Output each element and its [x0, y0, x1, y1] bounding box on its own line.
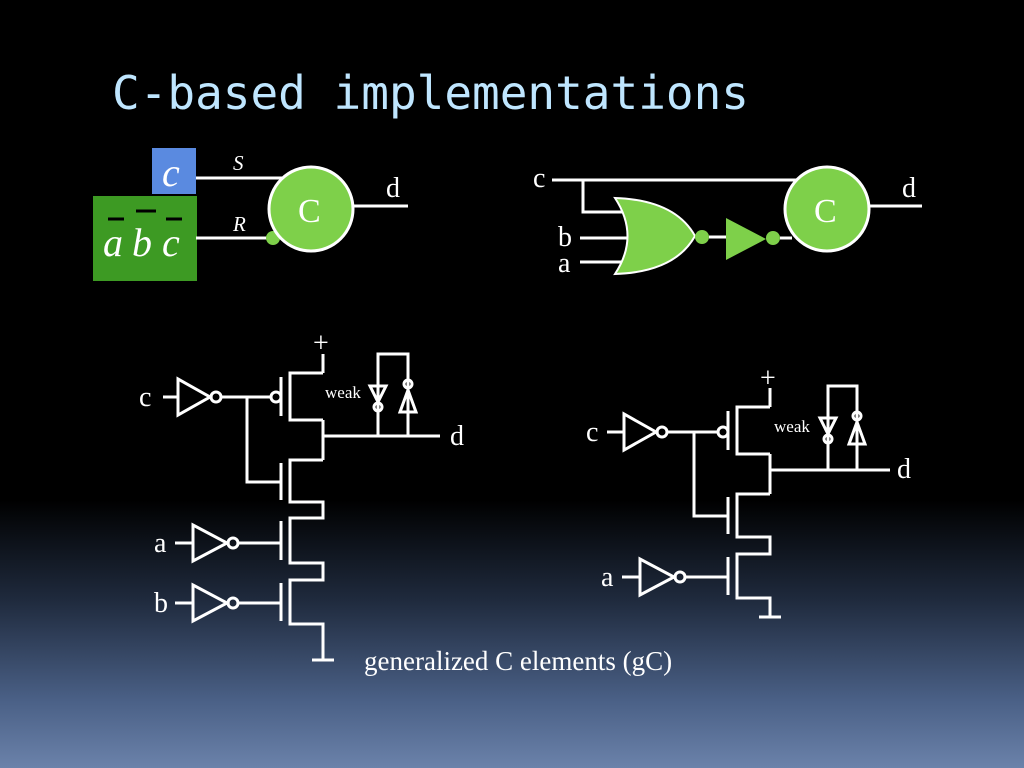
weak-keeper-label: weak: [325, 383, 361, 402]
inverter-output-bubble: [766, 231, 780, 245]
reset-input-expression: [108, 209, 182, 221]
reset-term-c: c: [162, 220, 180, 265]
reset-term-a: a: [103, 220, 123, 265]
c-element-circle-2: [783, 165, 871, 253]
figure-caption: generalized C elements (gC): [364, 646, 673, 676]
output-label-3: d: [450, 421, 464, 452]
sr-c-element-diagram: [93, 148, 408, 281]
supply-label: +: [313, 328, 329, 359]
nor-output-bubble: [695, 230, 709, 244]
input-a-label: a: [558, 248, 571, 279]
reset-label: R: [232, 212, 246, 236]
c-element-label: C: [298, 193, 321, 230]
nor-c-element-diagram: [552, 165, 922, 276]
gc-transistor-circuit-left: [163, 352, 440, 662]
nor-gate: [613, 196, 697, 276]
set-label: S: [233, 151, 244, 175]
input-c-label-3: c: [139, 382, 151, 413]
output-label-4: d: [897, 454, 911, 485]
input-c-label-4: c: [586, 417, 598, 448]
input-b-label: b: [558, 222, 572, 253]
output-label-2: d: [902, 173, 916, 204]
output-label: d: [386, 173, 400, 204]
set-input-label: c: [162, 150, 180, 195]
supply-label-2: +: [760, 363, 776, 394]
input-a-label-3: a: [154, 528, 167, 559]
c-element-label-2: C: [814, 193, 837, 230]
reset-term-b: b: [132, 220, 152, 265]
input-c-label: c: [533, 163, 545, 194]
set-input-box: [152, 148, 196, 194]
slide-title: C-based implementations: [112, 66, 749, 120]
c-element-circle: [267, 165, 355, 253]
weak-keeper-label-2: weak: [774, 417, 810, 436]
input-a-label-4: a: [601, 562, 614, 593]
buffer-gate: [726, 218, 766, 260]
input-b-label-3: b: [154, 588, 168, 619]
gc-transistor-circuit-right: [607, 384, 890, 619]
